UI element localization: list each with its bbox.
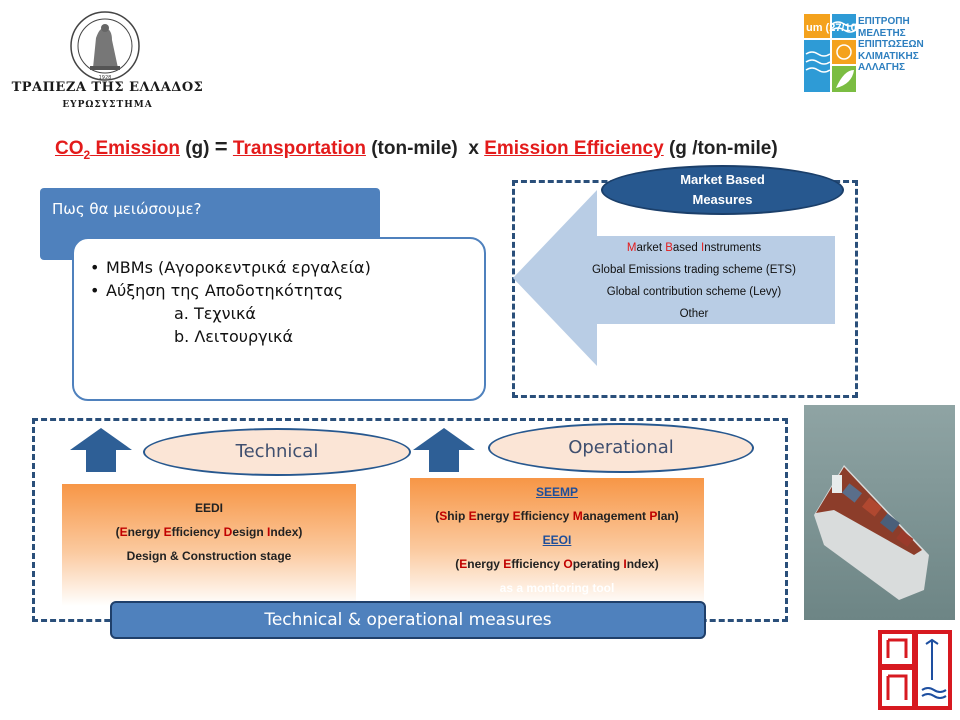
eeoi-title: EEOI	[542, 533, 572, 547]
formula-unit: (ton-mile)	[371, 138, 458, 159]
list-item: •MBMs (Αγοροκεντρικά εργαλεία)	[90, 258, 371, 277]
list-item: Global contribution scheme (Levy)	[606, 286, 782, 298]
bank-name: ΤΡΑΠΕΖΑ ΤΗΣ ΕΛΛΑΔΟΣ	[11, 80, 204, 95]
committee-line: ΕΠΙΤΡΟΠΗ	[858, 16, 910, 27]
list-item: Global Emissions trading scheme (ETS)	[592, 264, 796, 276]
list-item: Market Based Instruments	[626, 242, 762, 254]
committee-overlay-text: um (27/10	[806, 22, 857, 34]
up-arrow-icon	[413, 428, 475, 472]
bank-of-greece-seal-icon: 1928	[70, 11, 140, 81]
formula-equals: =	[214, 134, 228, 159]
seemp-title: SEEMP	[535, 485, 578, 499]
eedi-stage: Design & Construction stage	[126, 549, 292, 563]
committee-line: ΚΛΙΜΑΤΙΚΗΣ	[858, 50, 919, 62]
technical-oval: Technical	[143, 428, 411, 476]
measures-bar	[110, 601, 706, 639]
formula-times: x	[468, 138, 479, 159]
committee-line: ΕΠΙΠΤΩΣΕΩΝ	[858, 39, 924, 50]
formula-efficiency: Emission Efficiency	[484, 138, 664, 159]
market-instruments-list: Market Based Instruments Global Emission…	[556, 237, 832, 325]
list-item: •Αύξηση της Αποδοτηκότητας	[90, 281, 344, 300]
eedi-title: EEDI	[194, 501, 223, 515]
eeoi-full-name: (Energy Efficiency Operating Index)	[455, 557, 659, 571]
eedi-box	[62, 484, 356, 606]
formula-co2: CO2 Emission	[55, 138, 180, 162]
bank-subtitle: ΕΥΡΩΣΥΣΤΗΜΑ	[62, 100, 153, 110]
market-measures-title: Market Based Measures	[601, 170, 844, 210]
formula-transportation: Transportation	[232, 138, 366, 159]
left-arrow-icon	[513, 190, 835, 366]
seemp-text: SEEMP (Ship Energy Efficiency Management…	[410, 480, 704, 600]
title-line: Market Based	[680, 172, 765, 187]
committee-line: ΜΕΛΕΤΗΣ	[858, 27, 906, 39]
sub-list-item: a. Τεχνικά	[174, 304, 256, 323]
emission-formula: CO2 Emission (g) = Transportation (ton-m…	[55, 134, 935, 162]
question-title: Πως θα μειώσουμε?	[52, 200, 202, 218]
eeoi-tool-note: as a monitoring tool	[499, 581, 615, 595]
list-item: Other	[679, 308, 709, 320]
formula-unit: (g)	[185, 138, 210, 159]
answer-list: •MBMs (Αγοροκεντρικά εργαλεία) •Αύξηση τ…	[90, 256, 480, 348]
committee-line: ΑΛΛΑΓΗΣ	[858, 62, 906, 73]
sub-list-item: b. Λειτουργικά	[174, 327, 294, 346]
market-measures-ellipse	[601, 165, 844, 215]
eedi-text: EEDI (Energy Efficiency Design Index) De…	[62, 496, 356, 568]
formula-unit: (g /ton-mile)	[668, 138, 778, 159]
container-ship-photo	[804, 405, 955, 620]
eedi-full-name: (Energy Efficiency Design Index)	[115, 525, 303, 539]
answer-box	[72, 237, 486, 401]
svg-text:1928: 1928	[99, 75, 112, 81]
climate-committee-logo-icon	[804, 14, 857, 92]
up-arrow-icon	[70, 428, 132, 472]
university-logo-icon	[878, 630, 952, 710]
operational-oval: Operational	[488, 423, 754, 473]
committee-name: ΕΠΙΤΡΟΠΗ ΜΕΛΕΤΗΣ ΕΠΙΠΤΩΣΕΩΝ ΚΛΙΜΑΤΙΚΗΣ Α…	[858, 16, 958, 74]
seemp-full-name: (Ship Energy Efficiency Management Plan)	[435, 509, 679, 523]
measures-bar-label: Technical & operational measures	[264, 610, 552, 630]
title-line: Measures	[692, 192, 753, 207]
seemp-box	[410, 478, 704, 606]
